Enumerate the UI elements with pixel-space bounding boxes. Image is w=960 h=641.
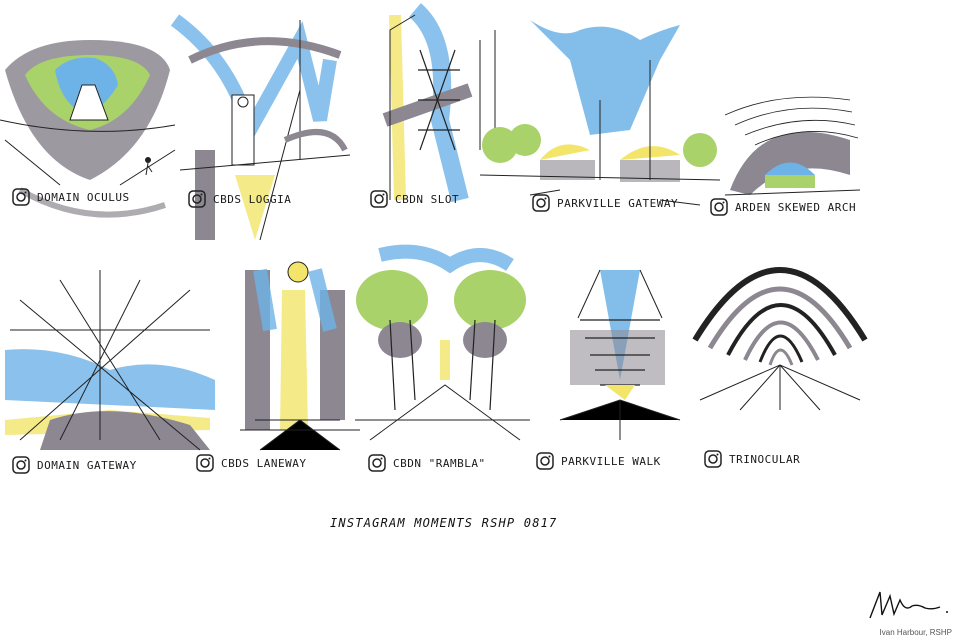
caption-domain-gateway: DOMAIN GATEWAY	[12, 456, 137, 474]
instagram-icon	[12, 188, 30, 206]
caption-cbds-loggia: CBDS LOGGIA	[188, 190, 291, 208]
caption-parkville-gateway: PARKVILLE GATEWAY	[532, 194, 678, 212]
instagram-icon	[710, 198, 728, 216]
label-text: TRINOCULAR	[729, 452, 801, 466]
label-text: ARDEN SKEWED ARCH	[735, 200, 857, 214]
cbds-laneway-sketch	[240, 261, 360, 451]
caption-domain-oculus: DOMAIN OCULUS	[12, 188, 130, 206]
instagram-icon	[536, 452, 554, 470]
cbdn-slot-sketch	[382, 3, 496, 203]
sheet-title: INSTAGRAM MOMENTS RSHP 0817	[330, 516, 558, 530]
label-text: PARKVILLE WALK	[561, 454, 661, 468]
label-text: CBDS LANEWAY	[221, 456, 307, 470]
parkville-gateway-sketch	[479, 20, 721, 206]
parkville-walk-sketch	[559, 269, 681, 440]
domain-oculus-sketch	[0, 40, 176, 218]
instagram-icon	[532, 194, 550, 212]
label-text: DOMAIN OCULUS	[37, 190, 130, 204]
instagram-icon	[188, 190, 206, 208]
arden-skewed-arch-sketch	[724, 96, 861, 196]
instagram-icon	[704, 450, 722, 468]
trinocular-sketch	[692, 267, 868, 411]
caption-trinocular: TRINOCULAR	[704, 450, 800, 468]
caption-parkville-walk: PARKVILLE WALK	[536, 452, 661, 470]
caption-cbds-laneway: CBDS LANEWAY	[196, 454, 306, 472]
domain-gateway-sketch	[5, 270, 215, 451]
handwritten-signature	[869, 591, 948, 619]
label-text: PARKVILLE GATEWAY	[557, 196, 679, 210]
instagram-icon	[370, 190, 388, 208]
cbds-loggia-sketch	[170, 14, 351, 241]
artist-credit: Ivan Harbour, RSHP	[879, 628, 952, 637]
instagram-icon	[196, 454, 214, 472]
label-text: DOMAIN GATEWAY	[37, 458, 137, 472]
instagram-icon	[368, 454, 386, 472]
caption-arden-skewed-arch: ARDEN SKEWED ARCH	[710, 198, 856, 216]
caption-cbdn-slot: CBDN SLOT	[370, 190, 459, 208]
caption-cbdn-rambla: CBDN "RAMBLA"	[368, 454, 486, 472]
label-text: CBDN "RAMBLA"	[393, 456, 486, 470]
instagram-icon	[12, 456, 30, 474]
cbdn-rambla-sketch	[355, 244, 530, 441]
label-text: CBDN SLOT	[395, 192, 460, 206]
label-text: CBDS LOGGIA	[213, 192, 292, 206]
